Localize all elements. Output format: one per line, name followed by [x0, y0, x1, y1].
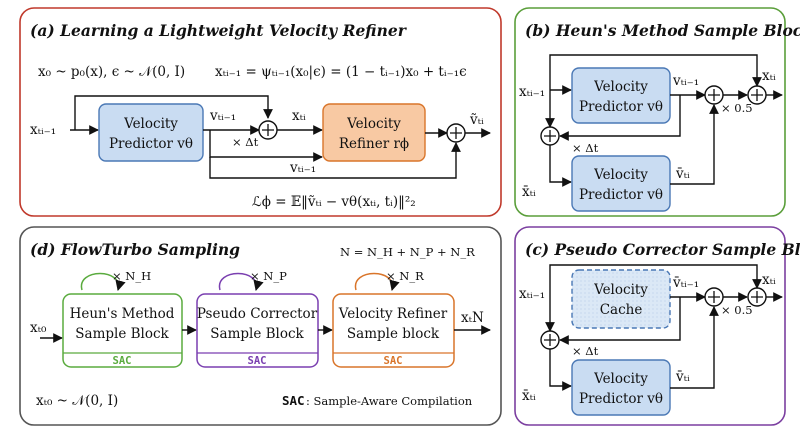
panel-a: (a) Learning a Lightweight Velocity Refi…	[19, 7, 502, 217]
panel-b-vtop-label: vₜᵢ₋₁	[672, 73, 699, 89]
velocity-refiner-line1: Velocity	[346, 116, 401, 132]
panel-a-xt-label: xₜᵢ	[292, 108, 306, 124]
panel-d-sac-key: SAC	[282, 393, 305, 408]
panel-a-loss: ℒϕ = 𝔼‖ṽₜᵢ − vθ(xₜᵢ, tᵢ)‖²₂	[252, 194, 416, 210]
panel-b-pred-bot-line2: Predictor vθ	[579, 187, 663, 203]
panel-b-step-label: × Δt	[572, 141, 599, 155]
panel-d-n-equation: N = N_H + N_P + N_R	[340, 245, 475, 259]
panel-b: (b) Heun's Method Sample Block xₜᵢ₋₁ Vel…	[514, 7, 800, 217]
panel-d-title: (d) FlowTurbo Sampling	[30, 240, 240, 259]
panel-d-loop-1-label: × N_H	[112, 269, 151, 283]
panel-b-vbot-arrow	[670, 104, 719, 185]
panel-c: (c) Pseudo Corrector Sample Block xₜᵢ₋₁ …	[514, 226, 800, 426]
panel-d-heun-line2: Sample Block	[75, 326, 169, 342]
panel-c-top-bypass	[549, 264, 762, 292]
panel-d: (d) FlowTurbo Sampling N = N_H + N_P + N…	[19, 226, 502, 426]
panel-a-output-label: ṽₜᵢ	[469, 112, 484, 128]
panel-a-prior-equation: x₀ ~ p₀(x), ϵ ~ 𝒩(0, I)	[38, 64, 185, 80]
panel-d-output-label: xₜN	[461, 310, 484, 326]
velocity-cache-line1: Velocity	[593, 282, 648, 298]
panel-a-step-label: × Δt	[232, 135, 259, 149]
panel-c-half-label: × 0.5	[721, 303, 753, 317]
plus-icon	[544, 334, 556, 346]
panel-a-title: (a) Learning a Lightweight Velocity Refi…	[30, 21, 408, 40]
panel-d-loop-1	[80, 272, 126, 292]
panel-d-init-equation: xₜ₀ ~ 𝒩(0, I)	[36, 393, 118, 409]
velocity-cache-line2: Cache	[600, 302, 643, 318]
panel-d-refiner-sac: SAC	[384, 355, 403, 367]
panel-d-pseudo-line2: Sample Block	[210, 326, 304, 342]
panel-d-input-label: xₜ₀	[30, 320, 47, 336]
panel-d-loop-2-label: × N_P	[250, 269, 287, 283]
panel-a-v-label: vₜᵢ₋₁	[209, 108, 236, 124]
plus-icon	[450, 127, 462, 139]
plus-icon	[708, 89, 720, 101]
panel-c-input-label: xₜᵢ₋₁	[519, 286, 545, 302]
panel-b-output-label: xₜᵢ	[762, 68, 776, 84]
panel-b-feedback	[559, 95, 681, 141]
panel-d-sac-desc: : Sample-Aware Compilation	[306, 394, 473, 408]
panel-c-output-label: xₜᵢ	[762, 272, 776, 288]
panel-d-loop-3-label: × N_R	[386, 269, 424, 283]
panel-c-border	[514, 226, 786, 426]
panel-c-pred-bot-line1: Velocity	[593, 371, 648, 387]
panel-d-pseudo-sac: SAC	[248, 355, 267, 367]
plus-icon	[262, 124, 274, 136]
panel-a-border	[19, 7, 502, 217]
panel-c-xbar-arrow	[549, 349, 572, 391]
panel-b-vbot-label: v̄ₜᵢ	[675, 166, 690, 182]
panel-c-step-label: × Δt	[572, 344, 599, 358]
panel-b-xbar-arrow	[549, 145, 572, 187]
panel-d-refiner-line2: Sample block	[347, 326, 440, 342]
panel-d-heun-line1: Heun's Method	[70, 306, 175, 322]
panel-b-pred-top-line1: Velocity	[593, 79, 648, 95]
panel-c-pred-bot-line2: Predictor vθ	[579, 391, 663, 407]
panel-a-skip-arrow	[74, 95, 273, 130]
velocity-predictor-line2: Predictor vθ	[109, 136, 193, 152]
velocity-refiner-box	[322, 103, 426, 162]
panel-d-loop-2	[218, 272, 264, 292]
panel-d-loop-3	[354, 272, 400, 292]
panel-a-input-label: xₜᵢ₋₁	[30, 122, 56, 138]
panel-b-title: (b) Heun's Method Sample Block	[525, 21, 800, 40]
velocity-cache-box	[571, 269, 671, 329]
panel-a-bypass-arrow	[209, 142, 461, 179]
panel-d-border	[19, 226, 502, 426]
panel-b-border	[514, 7, 786, 217]
panel-d-pseudo-line1: Pseudo Corrector	[197, 306, 318, 322]
panel-b-pred-bot-line1: Velocity	[593, 167, 648, 183]
velocity-refiner-line2: Refiner rϕ	[339, 136, 409, 152]
panel-c-vtop-label: v̄ₜᵢ₋₁	[672, 275, 699, 291]
panel-b-pred-top-line2: Predictor vθ	[579, 99, 663, 115]
panel-b-input-label: xₜᵢ₋₁	[519, 84, 545, 100]
panel-c-xbar-label: x̄ₜᵢ	[522, 388, 536, 404]
panel-d-heun-sac: SAC	[113, 355, 132, 367]
plus-icon	[751, 291, 763, 303]
panel-d-refiner-line1: Velocity Refiner	[338, 306, 448, 322]
panel-c-title: (c) Pseudo Corrector Sample Block	[525, 240, 800, 259]
panel-a-interp-equation: xₜᵢ₋₁ = ψₜᵢ₋₁(x₀|ϵ) = (1 − tᵢ₋₁)x₀ + tᵢ₋…	[215, 64, 467, 80]
velocity-predictor-box	[98, 103, 204, 162]
panel-c-vbot-arrow	[670, 306, 719, 389]
plus-icon	[544, 130, 556, 142]
panel-b-half-label: × 0.5	[721, 101, 753, 115]
velocity-predictor-line1: Velocity	[123, 116, 178, 132]
plus-icon	[751, 89, 763, 101]
panel-c-vbot-label: v̄ₜᵢ	[675, 369, 690, 385]
panel-c-feedback	[559, 297, 681, 345]
panel-a-v2-label: vₜᵢ₋₁	[289, 160, 316, 176]
panel-b-xbar-label: x̄ₜᵢ	[522, 184, 536, 200]
plus-icon	[708, 291, 720, 303]
panel-b-top-bypass	[549, 54, 762, 90]
